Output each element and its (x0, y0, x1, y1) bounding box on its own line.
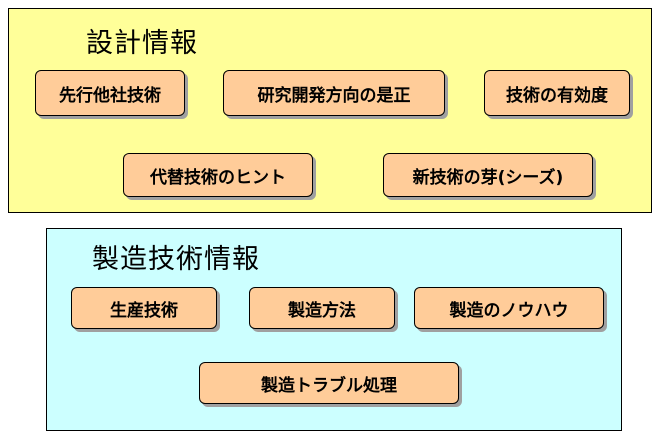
mfg-item-manufacturing-method: 製造方法 (249, 287, 395, 329)
mfg-item-manufacturing-knowhow: 製造のノウハウ (414, 287, 604, 329)
manufacturing-info-panel: 製造技術情報 生産技術 製造方法 製造のノウハウ 製造トラブル処理 (46, 228, 622, 431)
design-info-panel: 設計情報 先行他社技術 研究開発方向の是正 技術の有効度 代替技術のヒント 新技… (8, 8, 652, 213)
design-item-rd-direction-correction: 研究開発方向の是正 (223, 70, 445, 116)
design-item-alternative-tech-hints: 代替技術のヒント (123, 153, 313, 197)
manufacturing-info-title: 製造技術情報 (92, 244, 260, 275)
design-item-new-tech-seeds: 新技術の芽(シーズ) (383, 153, 593, 197)
mfg-item-manufacturing-trouble-handling: 製造トラブル処理 (199, 362, 459, 404)
design-item-tech-effectiveness: 技術の有効度 (484, 70, 630, 116)
design-info-title: 設計情報 (86, 28, 198, 59)
mfg-item-production-tech: 生産技術 (71, 287, 217, 329)
design-item-prior-competitor-tech: 先行他社技術 (35, 70, 185, 116)
